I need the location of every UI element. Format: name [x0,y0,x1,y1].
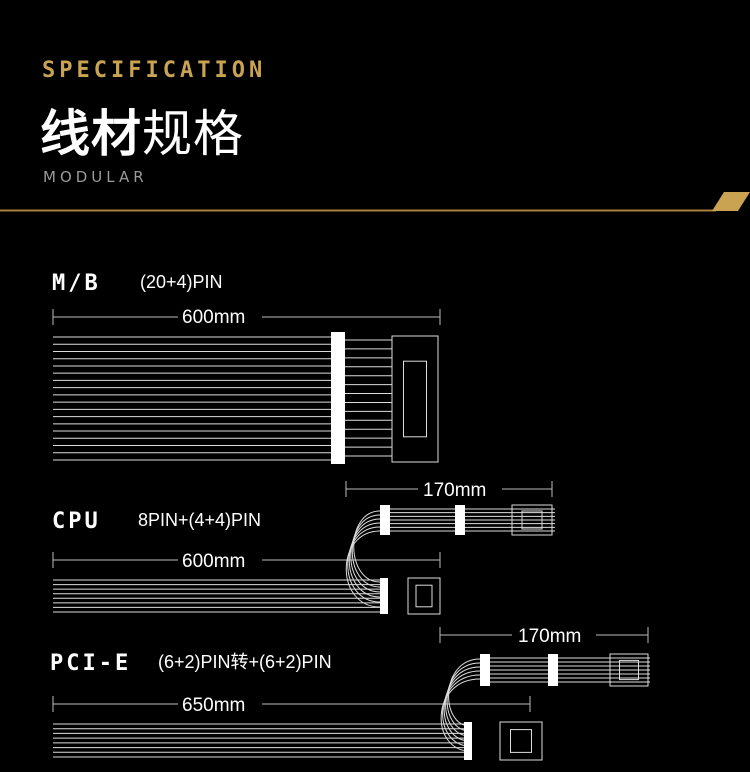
page-title: 线材规格 [40,94,244,166]
cpu-pins: 8PIN+(4+4)PIN [138,510,261,530]
mb-sleeve-band [331,332,345,464]
pcie-bend-wire [448,658,481,727]
cpu-label: CPU [52,509,101,534]
title-bold: 线材 [40,105,142,163]
cpu-lower-band [380,578,388,614]
pcie-sleeve-band [548,654,558,686]
cpu-bend-wire [345,530,381,608]
mb-label: M/B [52,271,101,296]
cpu-sleeve-band [380,505,390,535]
eyebrow-heading: SPECIFICATION [42,58,267,83]
pcie-sleeve-band [480,654,490,686]
pcie-6+2pin-connector [609,653,649,687]
pcie-lower-connector [499,721,543,761]
cpu-8pin-connector-inner [521,510,543,530]
pcie-6+2pin-connector-inner [619,659,639,681]
pcie-bend-wire [446,662,481,732]
pcie-label: PCI-E [50,651,131,676]
pcie-bend-wire [440,678,481,752]
pcie-branch-length: 170mm [518,626,581,647]
pcie-bend-wire [443,670,481,742]
mb-pins: (20+4)PIN [140,272,223,292]
divider-accent [712,192,750,211]
mb-connector [391,335,439,463]
subtitle: MODULAR [43,168,148,186]
pcie-bend-wire [442,674,481,747]
cpu-4+4pin-connector [407,577,441,615]
cpu-bend-wire [347,526,381,603]
cpu-length: 600mm [182,551,245,572]
mb-length: 600mm [182,307,245,328]
pcie-lower-connector-inner [510,729,532,753]
cpu-4+4pin-connector-inner [415,584,433,608]
cpu-bend-wire [353,510,381,583]
pcie-lower-band [464,722,472,760]
pcie-length: 650mm [182,695,245,716]
pcie-bend-wire [445,666,481,737]
cpu-bend-wire [351,514,381,588]
cpu-bend-wire [350,518,381,593]
cpu-sleeve-band [455,505,465,535]
cpu-8pin-connector [511,504,553,536]
mb-connector-inner [403,360,427,438]
cpu-bend-wire [348,522,381,598]
title-light: 规格 [142,105,244,163]
cpu-branch-length: 170mm [423,480,486,501]
pcie-pins: (6+2)PIN转+(6+2)PIN [158,652,332,672]
